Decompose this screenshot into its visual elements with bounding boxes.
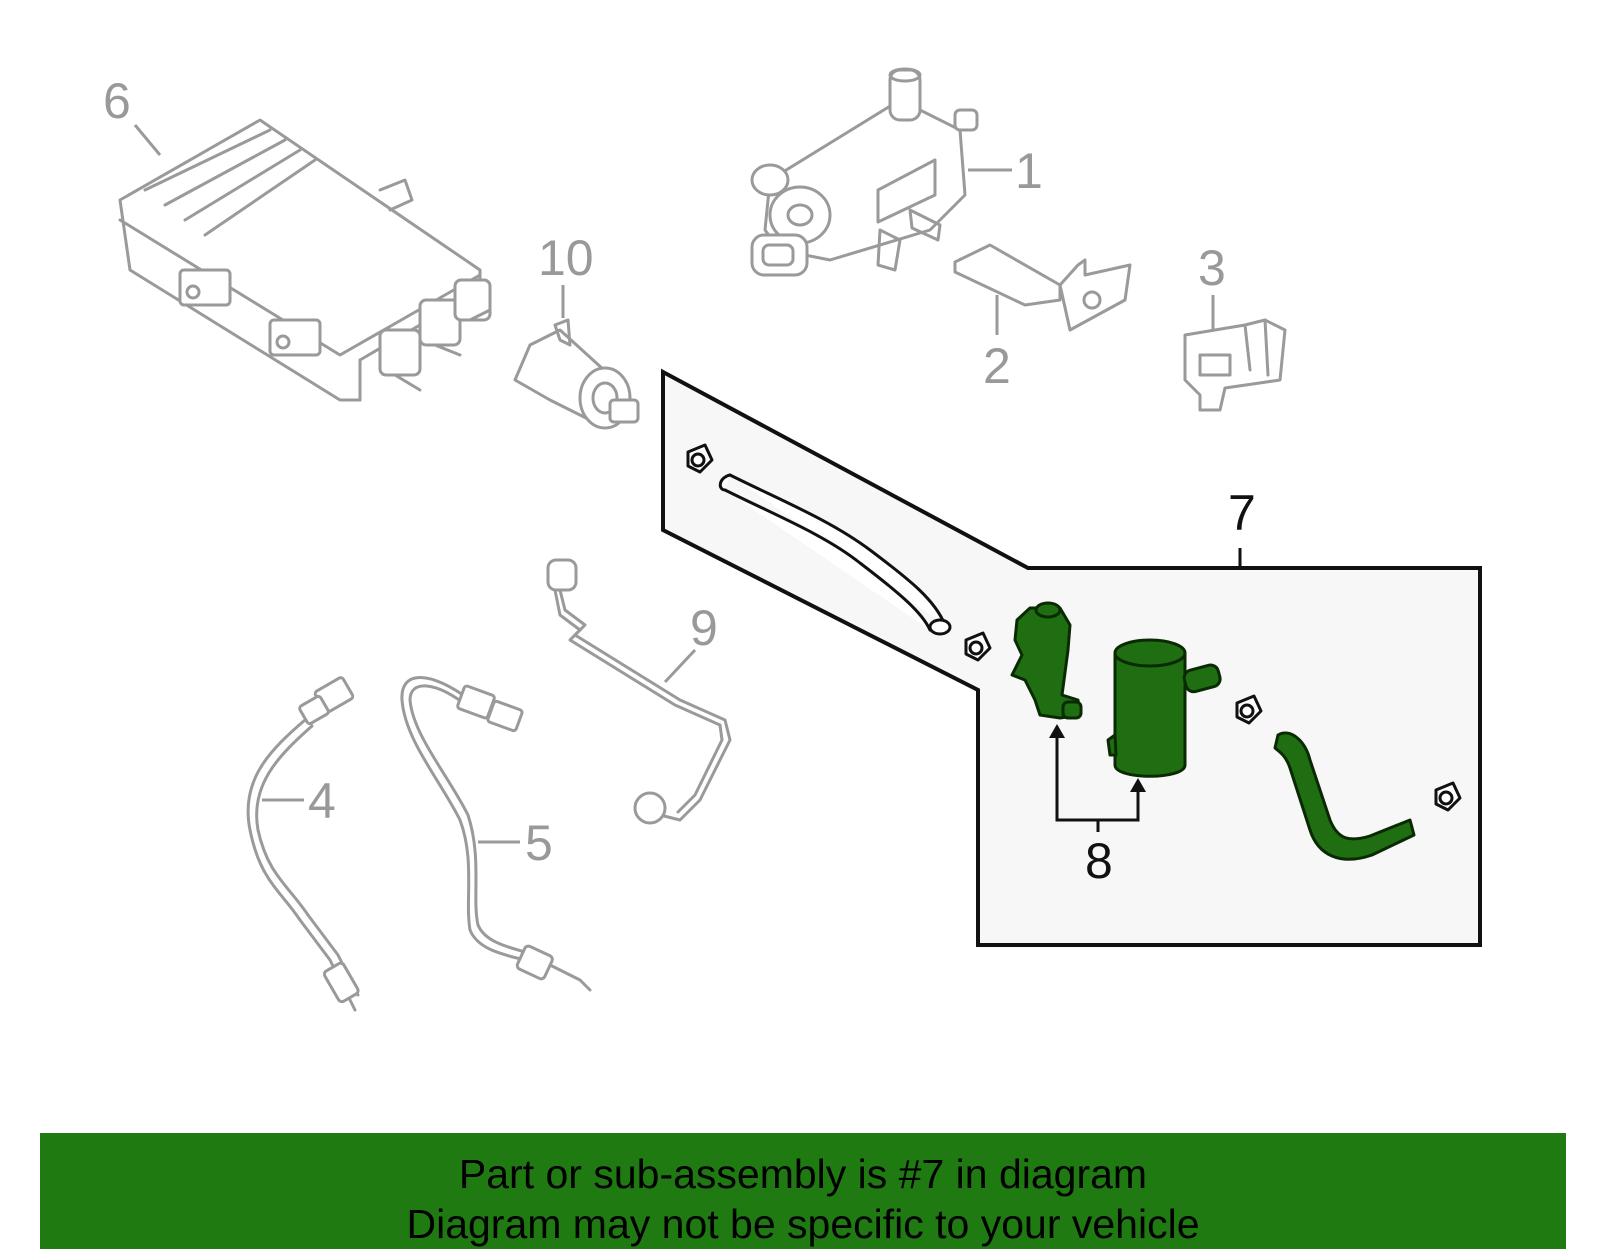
- banner-line-2: Diagram may not be specific to your vehi…: [406, 1201, 1200, 1247]
- part-4-o2-sensor: [246, 676, 360, 1012]
- part-2-bracket: [953, 243, 1132, 332]
- callout-4: 4: [308, 773, 336, 829]
- part-1-valve: [750, 67, 979, 277]
- part-7-clamp-2: [964, 631, 992, 662]
- part-3-sensor: [1183, 318, 1287, 412]
- banner-line-1: Part or sub-assembly is #7 in diagram: [458, 1151, 1148, 1197]
- callout-5: 5: [525, 815, 553, 871]
- part-10-solenoid: [513, 318, 640, 430]
- part-6-canister: [118, 118, 492, 402]
- info-banner: Part or sub-assembly is #7 in diagram Di…: [40, 1133, 1566, 1249]
- part-7-clamp-1: [686, 443, 714, 474]
- part-7-vent-hose: [718, 473, 952, 636]
- part-9-harness: [546, 558, 732, 825]
- part-7-clamp-3: [1235, 694, 1263, 725]
- part-8-filter-green: [1106, 638, 1222, 778]
- callout-9: 9: [690, 600, 718, 656]
- part-7-clamp-4: [1434, 781, 1462, 812]
- leader-9: [663, 648, 697, 684]
- leader-6: [133, 124, 162, 156]
- callout-1: 1: [1015, 143, 1043, 199]
- leader-8: [1049, 724, 1146, 832]
- part-8-valve-green: [1010, 601, 1083, 720]
- part-7-frame: [661, 368, 1482, 947]
- callout-10: 10: [538, 230, 594, 286]
- callout-7: 7: [1228, 485, 1256, 541]
- callout-8: 8: [1085, 833, 1113, 889]
- part-5-o2-sensor: [400, 676, 592, 992]
- part-7-hose-green: [1273, 731, 1416, 861]
- callout-2: 2: [983, 338, 1011, 394]
- callout-6: 6: [103, 73, 131, 129]
- callout-3: 3: [1198, 240, 1226, 296]
